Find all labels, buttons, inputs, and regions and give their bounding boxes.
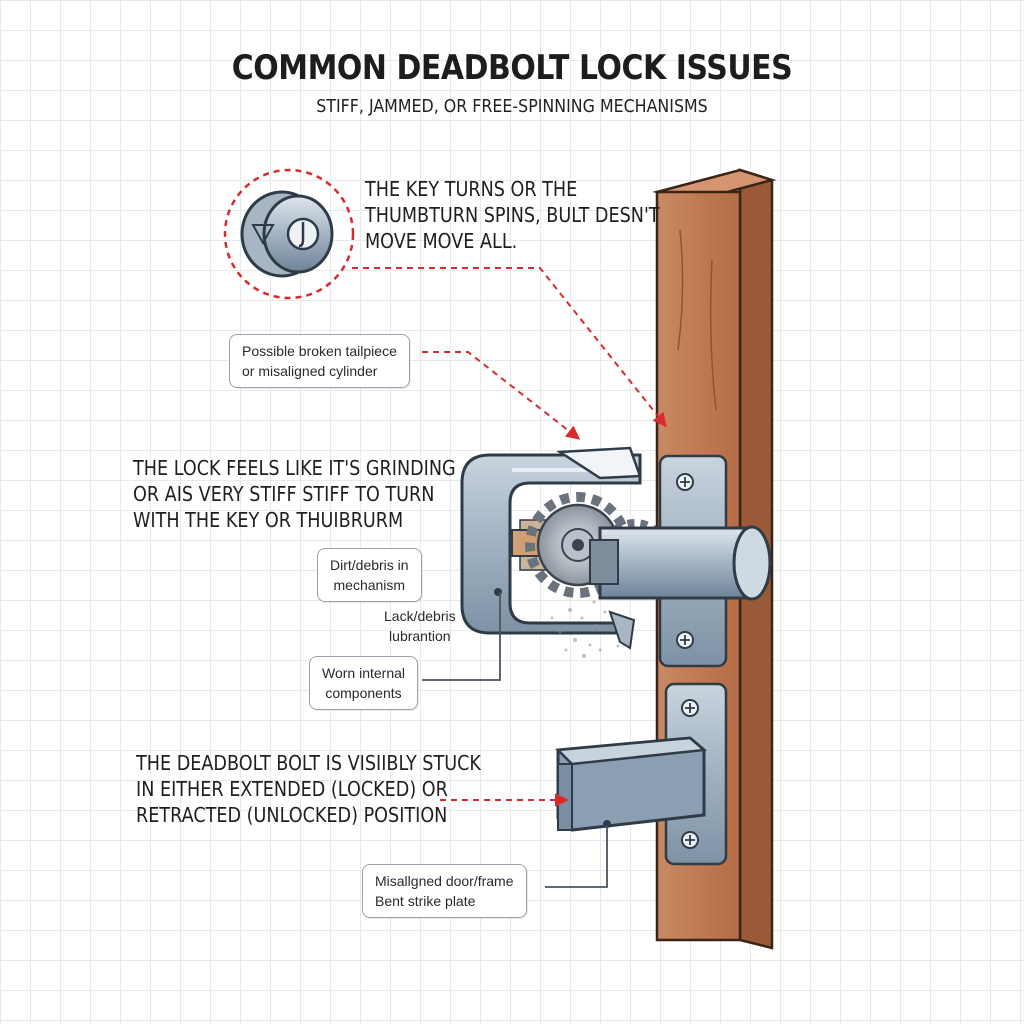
note-line: Possible broken tailpiece — [242, 343, 397, 359]
issue-1-line-2: THUMBTURN SPINS, BULT DESN'T — [365, 203, 660, 227]
note-lack-lubrication: Lack/debris lubrantion — [384, 606, 456, 646]
note-line: Misallgned door/frame — [375, 873, 514, 889]
lock-cylinder — [589, 525, 772, 650]
note-line: Lack/debris — [384, 608, 456, 624]
issue-1-line-1: THE KEY TURNS OR THE — [365, 177, 578, 201]
note-dirt-debris: Dirt/debris in mechanism — [317, 548, 422, 602]
deadbolt-bolt — [555, 736, 708, 832]
note-line: Dirt/debris in — [330, 557, 409, 573]
issue-1-heading: THE KEY TURNS OR THE THUMBTURN SPINS, BU… — [365, 176, 660, 254]
callout-arrows — [352, 267, 667, 807]
note-line: components — [325, 685, 402, 701]
diagram-title: COMMON DEADBOLT LOCK ISSUES — [231, 48, 793, 88]
issue-3-line-3: RETRACTED (UNLOCKED) POSITION — [136, 803, 448, 827]
issue-3-line-1: THE DEADBOLT BOLT IS VISIIBLY STUCK — [136, 751, 481, 775]
leader-lines — [422, 592, 608, 888]
diagram-subtitle: STIFF, JAMMED, OR FREE-SPINNING MECHANIS… — [316, 96, 708, 117]
issue-3-line-2: IN EITHER EXTENDED (LOCKED) OR — [136, 777, 448, 801]
issue-3-heading: THE DEADBOLT BOLT IS VISIIBLY STUCK IN E… — [136, 750, 481, 828]
note-line: lubrantion — [389, 628, 451, 644]
note-line: Bent strike plate — [375, 893, 476, 909]
issue-2-line-2: OR AIS VERY STIFF STIFF TO TURN — [133, 482, 435, 506]
note-broken-tailpiece: Possible broken tailpiece or misaligned … — [229, 334, 410, 388]
note-worn-components: Worn internal components — [309, 656, 419, 710]
note-line: or misaligned cylinder — [242, 363, 378, 379]
issue-1-line-3: MOVE MOVE ALL. — [365, 229, 518, 253]
issue-2-line-1: THE LOCK FEELS LIKE IT'S GRINDING — [133, 456, 456, 480]
issue-2-heading: THE LOCK FEELS LIKE IT'S GRINDING OR AIS… — [133, 455, 456, 533]
issue-2-line-3: WITH THE KEY OR THUIBRURM — [133, 508, 404, 532]
note-misaligned-door: Misallgned door/frame Bent strike plate — [362, 864, 527, 918]
note-line: Worn internal — [322, 665, 406, 681]
note-line: mechanism — [333, 577, 406, 593]
key-cylinder-icon — [223, 168, 355, 300]
